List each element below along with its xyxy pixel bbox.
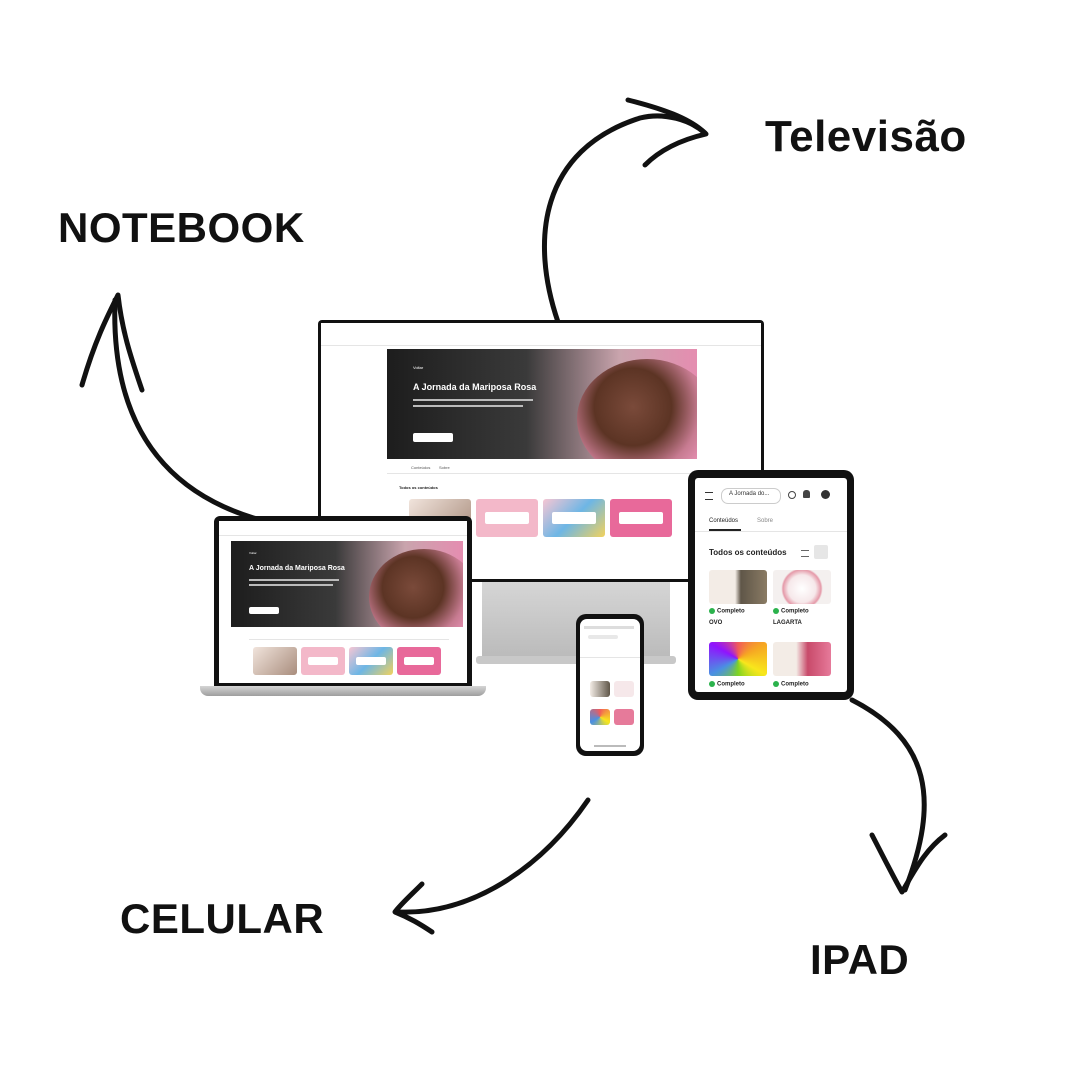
monitor-thumb-3-card xyxy=(552,512,596,524)
ipad-status-4: Completo xyxy=(773,681,809,688)
notebook-frame: Voltar A Jornada da Mariposa Rosa xyxy=(214,516,472,686)
monitor-tab-about[interactable]: Sobre xyxy=(439,465,450,470)
menu-icon[interactable] xyxy=(705,492,713,500)
ipad-item-title-1: OVO xyxy=(709,620,723,626)
notebook-thumb-3-card xyxy=(355,656,387,666)
ipad-thumb-3[interactable] xyxy=(709,642,767,676)
monitor-thumb-4-card xyxy=(619,512,663,524)
monitor-frame: Voltar A Jornada da Mariposa Rosa Conteú… xyxy=(318,320,764,582)
monitor-hero-moth xyxy=(577,359,697,459)
phone-thumb-4[interactable] xyxy=(614,709,634,725)
ipad-tab-about[interactable]: Sobre xyxy=(757,518,774,524)
notebook-hero-button[interactable] xyxy=(249,607,279,614)
phone-thumb-3[interactable] xyxy=(590,709,610,725)
notebook-back-link[interactable]: Voltar xyxy=(249,551,257,555)
avatar[interactable] xyxy=(821,490,830,499)
status-complete: Completo xyxy=(781,681,809,688)
phone-header-bar xyxy=(584,626,634,629)
ipad-thumb-1[interactable] xyxy=(709,570,767,604)
ipad-header-title: A Jornada do... xyxy=(729,491,770,497)
notebook-topbar-divider xyxy=(219,535,467,536)
arrow-celular xyxy=(395,797,591,915)
label-ipad: IPAD xyxy=(810,936,910,983)
label-televisao: Televisão xyxy=(765,112,967,161)
ipad-thumb-4[interactable] xyxy=(773,642,831,676)
complete-check-icon xyxy=(773,608,779,614)
complete-check-icon xyxy=(709,681,715,687)
arrow-notebook xyxy=(112,297,271,525)
ipad-tab-underline xyxy=(709,529,741,531)
complete-check-icon xyxy=(709,608,715,614)
monitor-hero: Voltar A Jornada da Mariposa Rosa xyxy=(387,349,697,459)
ipad-status-2: Completo xyxy=(773,608,809,615)
monitor-hero-text xyxy=(413,399,533,401)
monitor-thumb-4[interactable] xyxy=(610,499,672,537)
notebook-thumb-4-card xyxy=(403,656,435,666)
ipad-all-contents: Todos os conteúdos xyxy=(709,548,787,557)
grid-view-icon[interactable] xyxy=(814,545,828,559)
status-complete: Completo xyxy=(717,681,745,688)
ipad-status-1: Completo xyxy=(709,608,745,615)
monitor-tab-divider xyxy=(387,473,697,474)
monitor-course-title: A Jornada da Mariposa Rosa xyxy=(413,382,537,392)
monitor-topbar-divider xyxy=(321,345,761,346)
phone-screen xyxy=(580,619,640,751)
monitor-hero-button[interactable] xyxy=(413,433,453,442)
ipad-thumb-2[interactable] xyxy=(773,570,831,604)
notebook-thumb-3[interactable] xyxy=(349,647,393,675)
notebook-base xyxy=(200,686,486,696)
notebook-course-title: A Jornada da Mariposa Rosa xyxy=(249,565,345,572)
phone-home-bar xyxy=(594,745,626,747)
notebook-thumb-4[interactable] xyxy=(397,647,441,675)
ipad-tab-contents[interactable]: Conteúdos xyxy=(709,518,739,524)
label-notebook: NOTEBOOK xyxy=(58,204,305,251)
phone-tab-divider xyxy=(580,657,640,658)
notebook-hero-text-2 xyxy=(249,584,333,586)
arrow-ipad xyxy=(849,697,927,893)
monitor-hero-text-2 xyxy=(413,405,523,407)
notebook-thumb-1[interactable] xyxy=(253,647,297,675)
notebook-hero: Voltar A Jornada da Mariposa Rosa xyxy=(231,541,463,627)
status-complete: Completo xyxy=(781,608,809,615)
phone-frame xyxy=(576,614,644,756)
notification-icon[interactable] xyxy=(803,490,810,498)
monitor-thumb-3[interactable] xyxy=(543,499,605,537)
status-complete: Completo xyxy=(717,608,745,615)
phone-thumb-2[interactable] xyxy=(614,681,634,697)
arrow-televisao-head xyxy=(625,97,709,168)
ipad-frame: A Jornada do... Conteúdos Sobre Todos os… xyxy=(688,470,854,700)
monitor-screen: Voltar A Jornada da Mariposa Rosa Conteú… xyxy=(321,323,761,579)
arrow-notebook-head xyxy=(79,292,145,393)
notebook-hero-text xyxy=(249,579,339,581)
ipad-item-title-2: LAGARTA xyxy=(773,620,802,626)
notebook-hero-moth xyxy=(369,549,463,627)
list-view-icon[interactable] xyxy=(801,550,809,557)
monitor-thumb-2-card xyxy=(485,512,529,524)
label-celular: CELULAR xyxy=(120,895,325,942)
ipad-tab-divider xyxy=(695,531,847,532)
ipad-status-3: Completo xyxy=(709,681,745,688)
monitor-thumb-2[interactable] xyxy=(476,499,538,537)
monitor-tab-contents[interactable]: Conteúdos xyxy=(411,465,431,470)
monitor-all-contents: Todos os conteúdos xyxy=(399,485,438,490)
phone-search-bar xyxy=(588,635,618,639)
arrow-celular-head xyxy=(392,881,435,935)
phone-thumb-1[interactable] xyxy=(590,681,610,697)
notebook-tab-divider xyxy=(249,639,449,640)
arrow-televisao xyxy=(541,113,708,325)
search-icon[interactable] xyxy=(788,491,796,499)
ipad-screen: A Jornada do... Conteúdos Sobre Todos os… xyxy=(695,478,847,692)
ipad-search-pill[interactable] xyxy=(721,488,781,504)
notebook-thumb-2-card xyxy=(307,656,339,666)
complete-check-icon xyxy=(773,681,779,687)
notebook-thumb-2[interactable] xyxy=(301,647,345,675)
monitor-back-link[interactable]: Voltar xyxy=(413,365,424,370)
notebook-screen: Voltar A Jornada da Mariposa Rosa xyxy=(219,521,467,683)
arrow-ipad-head xyxy=(869,832,948,895)
